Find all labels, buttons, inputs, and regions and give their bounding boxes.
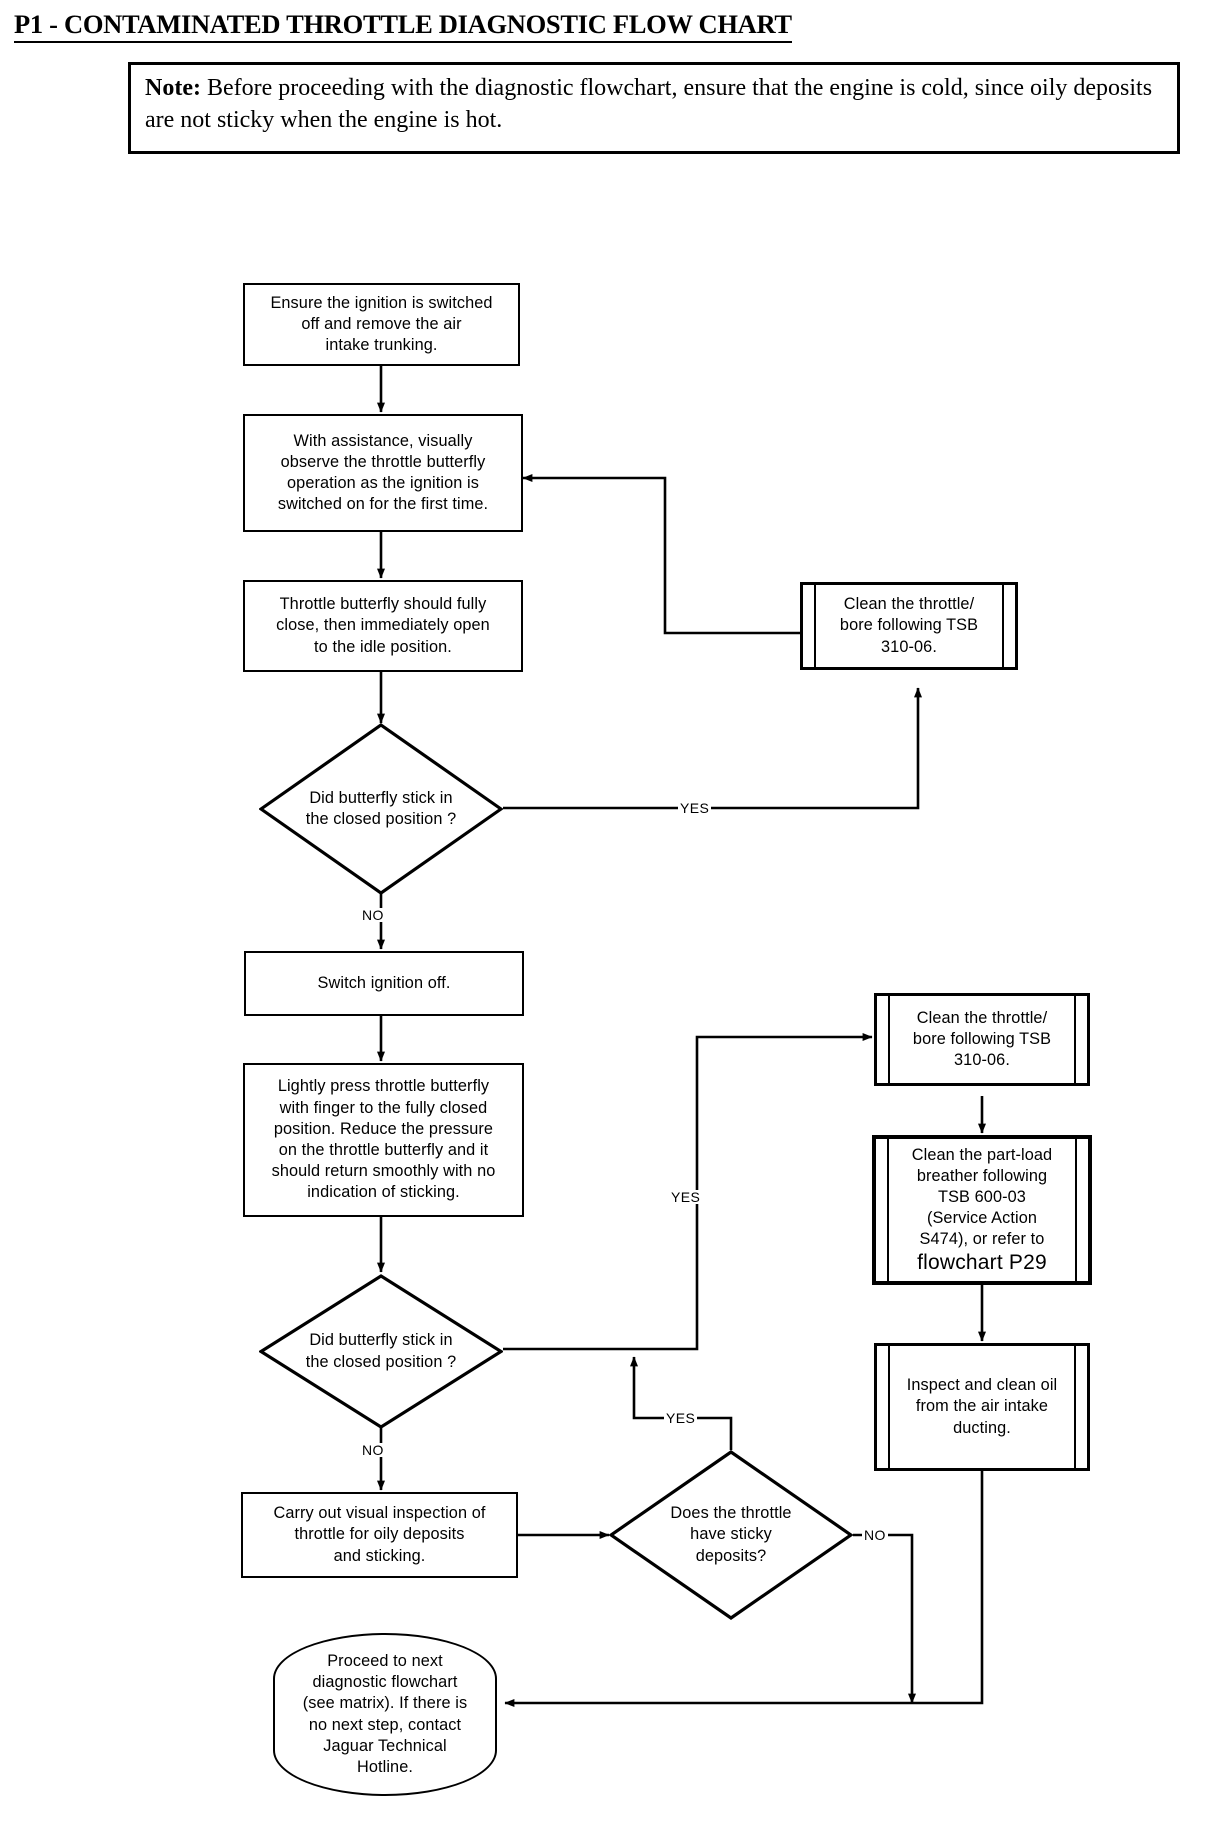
node-lightly-press-butterfly[interactable]: Lightly press throttle butterfly with fi… <box>243 1063 524 1217</box>
node-text: Ensure the ignition is switched off and … <box>270 293 493 355</box>
node-text: With assistance, visually observe the th… <box>277 431 489 514</box>
node-text: Inspect and clean oil from the air intak… <box>906 1376 1058 1437</box>
node-observe-throttle-butterfly[interactable]: With assistance, visually observe the th… <box>243 414 523 532</box>
node-clean-throttle-bore-2[interactable]: Clean the throttle/ bore following TSB 3… <box>874 993 1090 1086</box>
edge-label-yes-2: YES <box>669 1189 703 1205</box>
edge-label-no-3: NO <box>862 1527 888 1543</box>
page-title: P1 - CONTAMINATED THROTTLE DIAGNOSTIC FL… <box>14 9 792 43</box>
edge-label-yes-3: YES <box>664 1410 698 1426</box>
node-text: Lightly press throttle butterfly with fi… <box>271 1077 496 1202</box>
node-throttle-should-close[interactable]: Throttle butterfly should fully close, t… <box>243 580 523 672</box>
edge-n4-n2-return <box>522 474 800 635</box>
node-text: Carry out visual inspection of throttle … <box>273 1504 486 1565</box>
node-ensure-ignition-off[interactable]: Ensure the ignition is switched off and … <box>243 283 520 366</box>
node-text: Did butterfly stick in the closed positi… <box>305 788 457 828</box>
node-clean-part-load-breather[interactable]: Clean the part-load breather following T… <box>872 1135 1092 1285</box>
node-inspect-clean-oil[interactable]: Inspect and clean oil from the air intak… <box>874 1343 1090 1471</box>
note-label: Note: <box>145 75 201 101</box>
node-text: Clean the part-load breather following T… <box>911 1145 1053 1274</box>
edge-d3-n7-yes <box>630 1356 733 1450</box>
node-text: Switch ignition off. <box>317 973 451 992</box>
node-visual-inspection[interactable]: Carry out visual inspection of throttle … <box>241 1492 518 1578</box>
edge-label-yes-1: YES <box>678 800 712 816</box>
node-text: Clean the throttle/ bore following TSB 3… <box>912 1008 1052 1070</box>
node-text: Clean the throttle/ bore following TSB 3… <box>839 595 979 656</box>
note-text: Before proceeding with the diagnostic fl… <box>145 75 1153 134</box>
edge-d3-n11-no <box>853 1533 916 1704</box>
decision-butterfly-stick-1[interactable]: Did butterfly stick in the closed positi… <box>259 723 503 895</box>
edge-label-no-2: NO <box>360 1442 386 1458</box>
node-text: Proceed to next diagnostic flowchart (se… <box>302 1651 468 1776</box>
diamond-shape <box>259 723 503 895</box>
node-text: Does the throttle have sticky deposits? <box>670 1504 792 1565</box>
node-switch-ignition-off[interactable]: Switch ignition off. <box>244 951 524 1016</box>
node-clean-throttle-bore-1[interactable]: Clean the throttle/ bore following TSB 3… <box>800 582 1018 670</box>
node-text: Did butterfly stick in the closed positi… <box>305 1331 457 1371</box>
node-text: Throttle butterfly should fully close, t… <box>276 595 490 656</box>
edge-n9-n11 <box>504 1471 984 1707</box>
decision-butterfly-stick-2[interactable]: Did butterfly stick in the closed positi… <box>259 1274 503 1429</box>
note-box: Note: Before proceeding with the diagnos… <box>128 62 1180 154</box>
edge-d1-n4-yes <box>503 687 922 810</box>
diamond-shape <box>609 1450 853 1620</box>
decision-sticky-deposits[interactable]: Does the throttle have sticky deposits? <box>609 1450 853 1620</box>
edge-label-no-1: NO <box>360 907 386 923</box>
diamond-shape <box>259 1274 503 1429</box>
node-text-flowchart-p29: flowchart P29 <box>917 1250 1047 1274</box>
node-proceed-next-flowchart[interactable]: Proceed to next diagnostic flowchart (se… <box>273 1633 497 1796</box>
